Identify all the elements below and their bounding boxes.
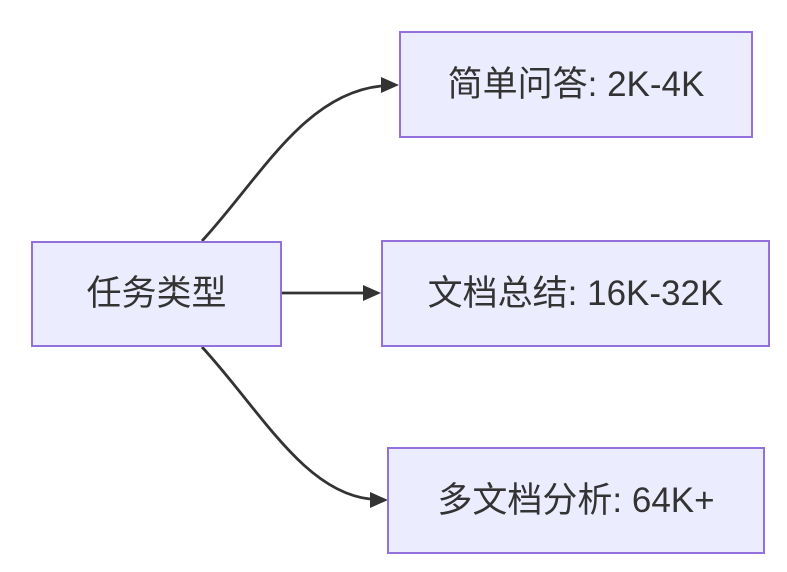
edge-task-type-to-doc-summary bbox=[282, 285, 381, 301]
node-simple-qa-label: 简单问答: 2K-4K bbox=[447, 64, 705, 104]
node-doc-summary-label: 文档总结: 16K-32K bbox=[427, 273, 724, 313]
node-task-type-label: 任务类型 bbox=[86, 274, 227, 313]
arrowhead-icon bbox=[363, 285, 381, 301]
node-task-type: 任务类型 bbox=[31, 241, 282, 347]
arrowhead-icon bbox=[370, 492, 388, 508]
arrowhead-icon bbox=[381, 77, 399, 93]
node-doc-summary: 文档总结: 16K-32K bbox=[381, 240, 770, 347]
node-multi-doc-analysis: 多文档分析: 64K+ bbox=[387, 447, 765, 554]
node-simple-qa: 简单问答: 2K-4K bbox=[399, 31, 753, 138]
node-multi-doc-analysis-label: 多文档分析: 64K+ bbox=[437, 480, 715, 520]
edge-task-type-to-simple-qa bbox=[200, 77, 399, 242]
edge-task-type-to-multi-doc-analysis bbox=[200, 346, 388, 508]
edge-line bbox=[200, 346, 371, 501]
edge-line bbox=[200, 84, 382, 242]
